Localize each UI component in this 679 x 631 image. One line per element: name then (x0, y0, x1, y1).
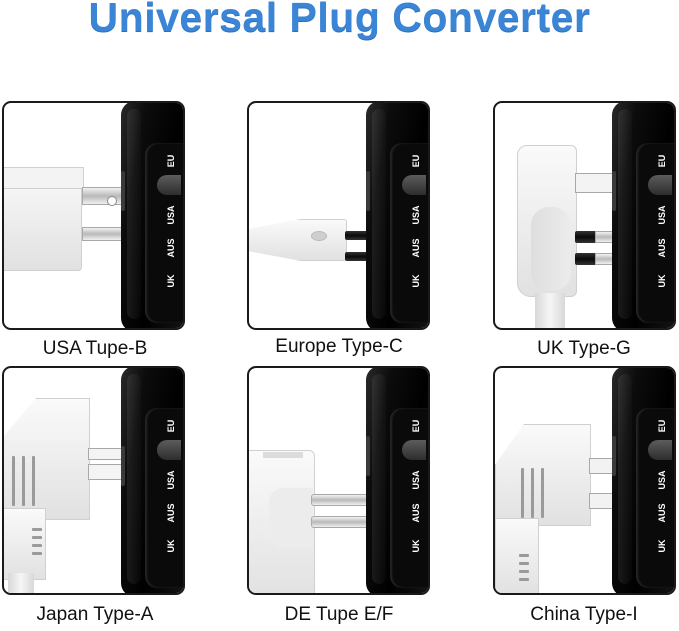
vent (32, 528, 42, 531)
label-aus: AUS (166, 503, 176, 523)
plug-panel-usa-type-b: EU USA AUS UK (2, 101, 185, 330)
europe-plug-body (249, 219, 347, 261)
caption-china-type-i: China Type-I (530, 604, 638, 625)
mode-slider[interactable] (157, 440, 181, 460)
label-aus: AUS (411, 238, 421, 258)
label-eu: EU (657, 154, 667, 168)
adapter-socket (366, 171, 370, 211)
adapter-face: EU USA AUS UK (636, 143, 674, 323)
vent (519, 570, 529, 573)
plug-panel-de-type-ef: EU USA AUS UK (247, 366, 430, 595)
adapter-body: EU USA AUS UK (366, 368, 428, 593)
vent (12, 456, 15, 506)
adapter-face: EU USA AUS UK (390, 408, 428, 588)
label-eu: EU (166, 154, 176, 168)
vent (32, 536, 42, 539)
plug-panel-europe-type-c: EU USA AUS UK (247, 101, 430, 330)
de-plug-pin-top (311, 494, 369, 506)
vent (22, 456, 25, 506)
uk-plug-grip (531, 207, 571, 291)
vent (519, 562, 529, 565)
label-eu: EU (657, 419, 667, 433)
label-eu: EU (166, 419, 176, 433)
vent (541, 468, 544, 518)
label-usa: USA (166, 470, 176, 490)
adapter-face: EU USA AUS UK (636, 408, 674, 588)
usa-plug-front (4, 167, 84, 189)
caption-de-type-ef: DE Tupe E/F (284, 604, 394, 625)
adapter-body: EU USA AUS UK (121, 103, 183, 328)
vent (519, 554, 529, 557)
mode-slider[interactable] (157, 175, 181, 195)
usa-plug-pin-top (82, 187, 124, 205)
label-uk: UK (657, 274, 667, 288)
de-plug-grip (269, 488, 313, 548)
caption-japan-type-a: Japan Type-A (36, 604, 154, 625)
vent (32, 456, 35, 506)
label-uk: UK (411, 274, 421, 288)
mode-slider[interactable] (648, 175, 672, 195)
de-plug-ridge (263, 452, 303, 458)
adapter-body: EU USA AUS UK (366, 103, 428, 328)
adapter-face: EU USA AUS UK (145, 143, 183, 323)
vent (531, 468, 534, 518)
adapter-sheen (127, 109, 141, 319)
vent (32, 552, 42, 555)
de-plug-pin-bottom (311, 516, 371, 528)
adapter-sheen (127, 374, 141, 584)
adapter-socket (612, 171, 616, 211)
page-title: Universal Plug Converter (88, 0, 591, 40)
adapter-socket (121, 171, 125, 211)
label-uk: UK (657, 539, 667, 553)
europe-plug-pin-top (345, 231, 373, 240)
plug-panel-japan-type-a: EU USA AUS UK (2, 366, 185, 595)
vent (32, 544, 42, 547)
pin-hole (107, 196, 117, 206)
mode-slider[interactable] (648, 440, 672, 460)
plug-grip (311, 231, 327, 241)
uk-plug-cord (535, 293, 565, 328)
adapter-sheen (618, 109, 632, 319)
label-uk: UK (411, 539, 421, 553)
label-uk: UK (166, 274, 176, 288)
plug-panel-uk-type-g: EU USA AUS UK (493, 101, 676, 330)
vent (521, 468, 524, 518)
adapter-face: EU USA AUS UK (145, 408, 183, 588)
adapter-body: EU USA AUS UK (121, 368, 183, 593)
japan-plug-cord (8, 573, 34, 593)
caption-usa-type-b: USA Tupe-B (42, 338, 148, 359)
label-usa: USA (657, 205, 667, 225)
label-usa: USA (166, 205, 176, 225)
china-plug-neck (495, 518, 539, 593)
caption-europe-type-c: Europe Type-C (275, 336, 403, 357)
vent (519, 578, 529, 581)
adapter-sheen (372, 109, 386, 319)
label-eu: EU (411, 154, 421, 168)
adapter-socket (366, 436, 370, 476)
mode-slider[interactable] (402, 175, 426, 195)
label-uk: UK (166, 539, 176, 553)
label-usa: USA (411, 470, 421, 490)
europe-plug-pin-bottom (345, 252, 375, 261)
adapter-body: EU USA AUS UK (612, 368, 674, 593)
caption-uk-type-g: UK Type-G (537, 338, 631, 359)
label-aus: AUS (657, 238, 667, 258)
adapter-socket (612, 436, 616, 476)
label-usa: USA (657, 470, 667, 490)
adapter-sheen (618, 374, 632, 584)
japan-plug-body (4, 398, 90, 520)
label-eu: EU (411, 419, 421, 433)
adapter-face: EU USA AUS UK (390, 143, 428, 323)
adapter-socket (121, 446, 125, 486)
mode-slider[interactable] (402, 440, 426, 460)
label-aus: AUS (411, 503, 421, 523)
label-aus: AUS (166, 238, 176, 258)
label-aus: AUS (657, 503, 667, 523)
adapter-body: EU USA AUS UK (612, 103, 674, 328)
plug-panel-china-type-i: EU USA AUS UK (493, 366, 676, 595)
adapter-sheen (372, 374, 386, 584)
label-usa: USA (411, 205, 421, 225)
